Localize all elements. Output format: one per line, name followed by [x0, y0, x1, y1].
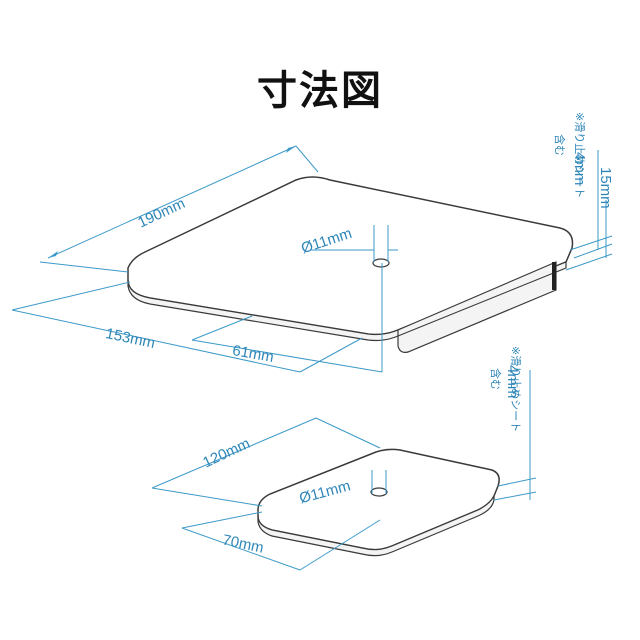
dim-height-large	[565, 150, 613, 271]
page-title: 寸法図	[257, 68, 383, 114]
dim-15mm-label: 15mm	[597, 167, 614, 209]
dim-4mm-label-large: 4mm	[571, 152, 588, 185]
dim-4mm-label-small: 4mm	[504, 365, 521, 398]
dim-61-label: 61mm	[231, 342, 275, 366]
non-slip-note-large-1: ※滑り止めシート	[573, 112, 586, 198]
dim-153	[11, 281, 363, 373]
dim-61	[191, 263, 383, 373]
dim-hole-large	[310, 225, 398, 262]
dim-height-small	[493, 370, 537, 501]
large-plate	[127, 176, 574, 353]
dim-70	[181, 511, 381, 571]
non-slip-note-large-2: 含む	[553, 134, 567, 156]
non-slip-note-small-2: 含む	[489, 368, 503, 390]
non-slip-note-small-1: ※滑り止めシート	[509, 346, 522, 432]
dim-120-label: 120mm	[200, 435, 253, 472]
dim-70-label: 70mm	[221, 531, 265, 556]
dim-190	[39, 145, 319, 273]
dim-153-label: 153mm	[104, 325, 156, 352]
dim-120	[151, 417, 381, 507]
dim-190-label: 190mm	[135, 195, 188, 232]
dim-hole-small	[371, 470, 387, 494]
small-plate	[257, 448, 500, 557]
